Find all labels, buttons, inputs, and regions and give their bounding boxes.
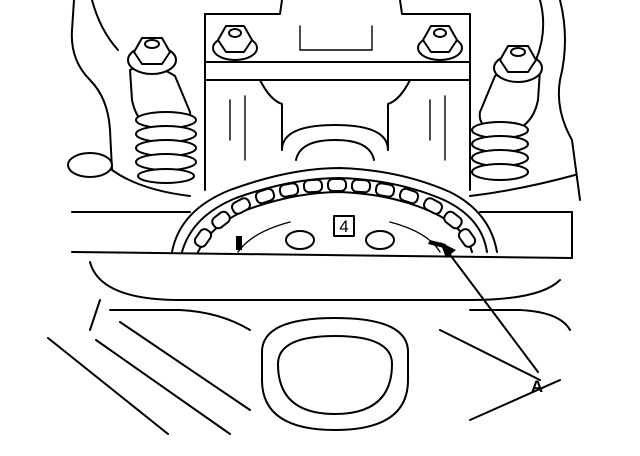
callout-label: A [531,377,543,396]
timing-chain [193,178,477,248]
callout-arrowhead [440,242,456,258]
rocker-arm-right [478,45,543,129]
holder-bolt-right [417,25,463,61]
sprocket-mark-box [333,215,355,237]
holder-bolt-left [212,25,258,61]
head-surface [71,211,573,259]
sprocket-mark-label: 4 [339,217,348,236]
valve-spring-left [135,111,197,184]
cylinder-head [67,0,581,201]
camshaft-holder [204,0,471,191]
valve-spring-right [471,121,529,181]
port-hole [261,317,409,431]
callout-a: A [440,242,543,396]
head-cover-lower [47,251,573,435]
camshaft-sprocket: 4 [171,167,498,253]
